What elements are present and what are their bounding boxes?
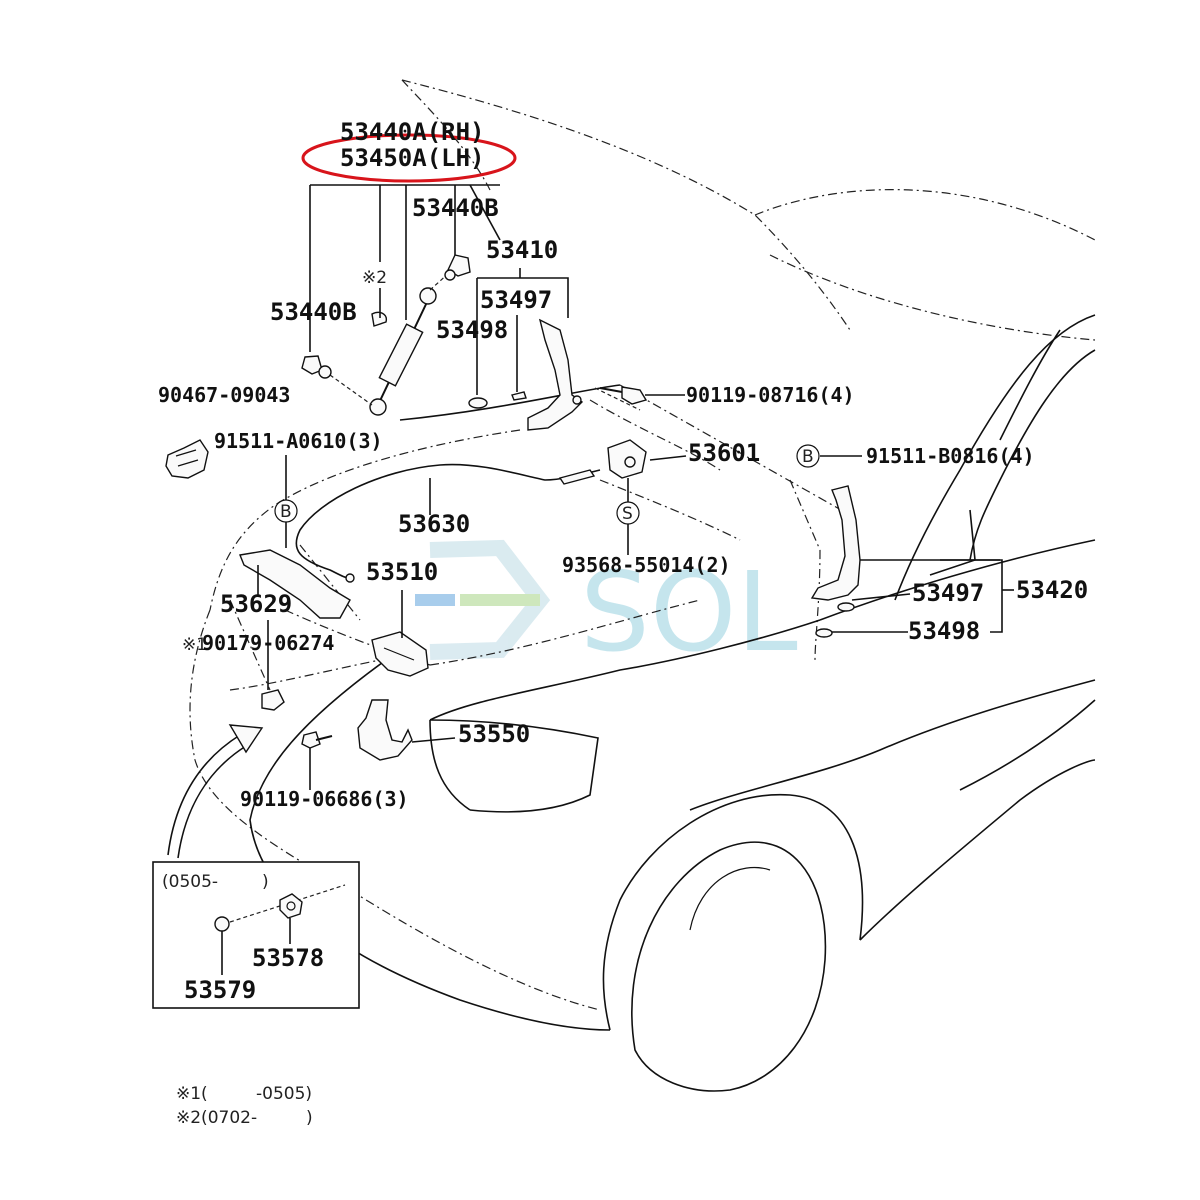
release-lever — [607, 439, 647, 479]
label-strut-rh: 53440A(RH) — [340, 118, 485, 146]
footnote-2-close: ) — [306, 1108, 313, 1128]
hood-hinge-lh — [468, 318, 648, 431]
watermark: SOL — [415, 539, 798, 676]
footnote-1-mark: ※1( — [176, 1084, 208, 1104]
part-labels: 53440A(RH) 53450A(LH) 53440B ※2 53410 53… — [158, 118, 1088, 811]
label-shim-rh: 53498 — [908, 617, 980, 645]
lock-bolt — [301, 731, 333, 749]
label-safety-hook: 53550 — [458, 720, 530, 748]
label-bolt-lock: 90119-06686(3) — [240, 787, 409, 811]
markers: B B S — [274, 444, 820, 525]
safety-hook — [357, 699, 413, 761]
highlight-ellipse — [301, 133, 517, 183]
release-cable — [295, 463, 601, 583]
support-rod — [239, 549, 351, 619]
marker-s: S — [622, 504, 633, 524]
label-release-lever: 53601 — [688, 439, 760, 467]
label-cushion-rh: 53497 — [912, 579, 984, 607]
hood-lock — [371, 631, 429, 677]
label-bolt-hinge: 90119-08716(4) — [686, 383, 855, 407]
label-cushion-mark-1: ※1 — [182, 635, 207, 655]
label-strut-lh: 53450A(LH) — [340, 144, 485, 172]
hood-support-strut — [329, 271, 451, 416]
marker-b-left: B — [280, 502, 292, 522]
label-shim-lh: 53498 — [436, 316, 508, 344]
inset-range-close: ) — [262, 872, 269, 892]
inset-label-cushion: 53578 — [252, 944, 324, 972]
hood-cushion — [261, 689, 285, 711]
marker-b-right: B — [802, 447, 814, 467]
label-hinge-rh: 53420 — [1016, 576, 1088, 604]
footnotes: ※1( -0505) ※2(0702- ) — [176, 1084, 313, 1128]
strut-ball-end — [369, 398, 387, 416]
watermark-text: SOL — [580, 548, 798, 676]
inset-box: (0505- ) 53578 53579 — [152, 861, 360, 1009]
vehicle-outline — [189, 79, 1096, 1011]
inset-label-retainer: 53579 — [184, 976, 256, 1004]
label-clip: 90467-09043 — [158, 383, 290, 407]
label-hood-lock: 53510 — [366, 558, 438, 586]
label-cable-clamp: 93568-55014(2) — [562, 553, 731, 577]
label-release-cable: 53630 — [398, 510, 470, 538]
label-bolt-panel-b: 91511-B0816(4) — [866, 444, 1035, 468]
label-cushion-lh: 53497 — [480, 286, 552, 314]
label-note-mark-2: ※2 — [362, 268, 387, 288]
retainer-part — [214, 916, 230, 932]
label-hinge-lh: 53410 — [486, 236, 558, 264]
label-cushion-part: 90179-06274 — [202, 631, 334, 655]
footnote-1-range: -0505) — [256, 1084, 312, 1104]
leader-lines — [257, 184, 1014, 790]
cushion-part — [279, 893, 303, 919]
ball-stud-parts — [301, 254, 471, 379]
inset-arrow — [167, 724, 264, 859]
inset-range: (0505- — [162, 872, 218, 892]
hood-hinge-rh — [810, 485, 861, 638]
vehicle-body — [249, 314, 1096, 1092]
label-ball-stud-upper: 53440B — [412, 194, 499, 222]
label-support-rod: 53629 — [220, 590, 292, 618]
label-bolt-panel-a: 91511-A0610(3) — [214, 429, 383, 453]
footnote-2-mark: ※2(0702- — [176, 1108, 257, 1128]
label-ball-stud-lower: 53440B — [270, 298, 357, 326]
clip-part — [165, 439, 209, 479]
